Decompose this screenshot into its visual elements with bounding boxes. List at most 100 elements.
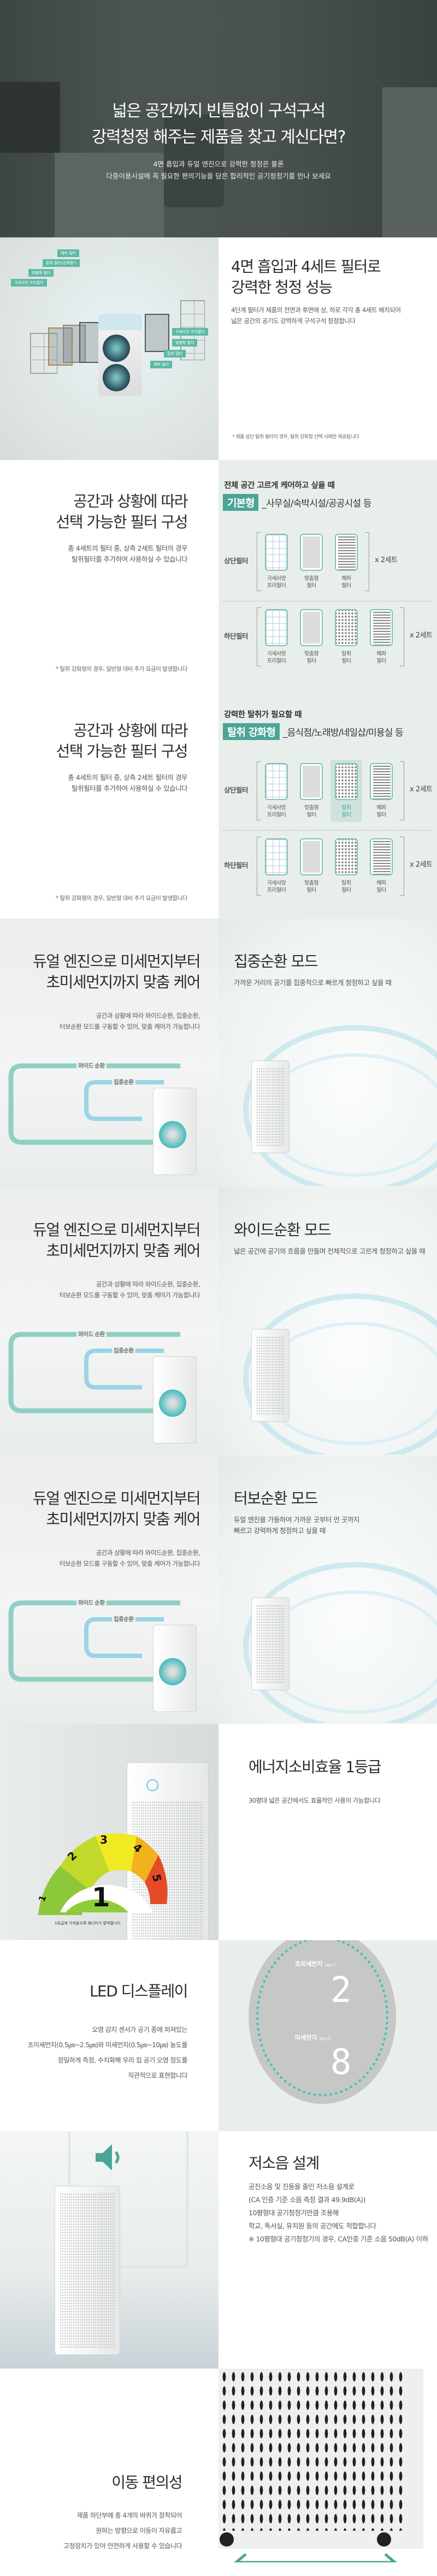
title-line: 듀얼 엔진으로 미세먼지부터 <box>33 952 200 970</box>
set-multiplier: x 2세트 <box>375 556 398 564</box>
filter-name-line: 맞춤형 <box>304 651 318 657</box>
low-noise-image <box>0 2131 218 2369</box>
desc-line: 터보순환 모드를 구동할 수 있어, 맞춤 케어가 가능합니다 <box>59 1291 200 1299</box>
section-title: 듀얼 엔진으로 미세먼지부터 초미세먼지까지 맞춤 케어 <box>33 951 200 993</box>
desc-line: 직관적으로 표현합니다 <box>128 2072 187 2079</box>
hero-subtitle: 4면 흡입과 듀얼 엔진으로 강력한 청정은 물론 다중이용시설에 꼭 필요한 … <box>0 158 437 182</box>
pm10-label: 미세먼지 (㎍/㎥) <box>295 2033 331 2042</box>
title-line: 선택 가능한 필터 구성 <box>56 513 188 531</box>
wide-circulation-arrow <box>8 1600 180 1682</box>
focus-circulation-arrow <box>84 1349 164 1390</box>
energy-efficiency-section: 1 2 3 4 5 1 1등급에 가까울수록 에너지가 절약됩니다 에너지소비효… <box>0 1724 437 1940</box>
section-title: 에너지소비효율 1등급 <box>249 1758 382 1776</box>
wheels-image <box>218 2369 437 2562</box>
desc-line: 공간과 상황에 따라 와이드순환, 집중순환, <box>96 1012 200 1019</box>
filter-mesh-icon <box>265 838 288 875</box>
desc-line: 빠르고 강력하게 청정하고 싶을 때 <box>234 1526 326 1535</box>
title-line: 초미세먼지까지 맞춤 케어 <box>46 1510 200 1528</box>
section-desc: 제품 하단부에 총 4개의 바퀴가 장착되어 원하는 방향으로 이동이 자유롭고… <box>63 2508 182 2554</box>
low-noise-section: 저소음 설계 공진소음 및 진동을 줄인 저소음 설계로 (CA 인증 기준 소… <box>0 2131 437 2369</box>
desc-line: 공진소음 및 진동을 줄인 저소음 설계로 <box>249 2183 355 2191</box>
air-purifier-image <box>251 1060 290 1153</box>
filter-label: 극세사망 프리필터 <box>172 328 208 336</box>
filter-dots-icon <box>335 838 358 875</box>
pm10-value: 8 <box>330 2042 352 2083</box>
display-ring-icon <box>146 1779 158 1791</box>
office-monitor-image <box>0 82 60 153</box>
filter-name-line: 탈취 <box>341 805 351 811</box>
air-purifier-unit-image <box>98 314 142 396</box>
hero-subtitle-line: 4면 흡입과 듀얼 엔진으로 강력한 청정은 물론 <box>153 160 284 168</box>
desc-line: 탈취필터를 추가하여 사용하실 수 있습니다 <box>72 784 187 792</box>
filter-config-section: 공간과 상황에 따라 선택 가능한 필터 구성 총 4세트의 필터 중, 상측 … <box>0 689 437 919</box>
mode-title: 터보순환 모드 <box>234 1489 318 1507</box>
desc-line: 초미세먼지(0.5㎛~2.5㎛)와 미세먼지(0.5㎛~10㎛) 농도를 <box>27 2041 187 2049</box>
filter-mesh-icon <box>265 609 288 646</box>
circulation-mode-section: 듀얼 엔진으로 미세먼지부터 초미세먼지까지 맞춤 케어 공간과 상황에 따라 … <box>0 1187 437 1456</box>
set-multiplier: x 2세트 <box>410 861 433 869</box>
filter-name-line: 프리필터 <box>267 583 286 589</box>
filter-name-line: 필터 <box>306 583 316 589</box>
energy-gauge <box>38 1833 168 1915</box>
filter-lines-icon <box>370 763 393 800</box>
wide-circulation-arrow <box>8 1332 180 1414</box>
filter-diagram-panel: 전체 공간 고르게 케어하고 싶을 때 기본형 _사무실/숙박시설/공공시설 등… <box>218 460 437 689</box>
section-desc: 공간과 상황에 따라 와이드순환, 집중순환, 터보순환 모드를 구동할 수 있… <box>60 1547 200 1569</box>
desc-line: 오염 감지 센서가 공기 중에 퍼져있는 <box>92 2026 187 2034</box>
section-desc: 공간과 상황에 따라 와이드순환, 집중순환, 터보순환 모드를 구동할 수 있… <box>60 1279 200 1301</box>
filter-name-line: 필터 <box>306 658 316 664</box>
filter-mesh-icon <box>265 763 288 800</box>
unit-label: (㎍/㎥) <box>324 1963 337 1967</box>
pm25-label: 초미세먼지 (㎍/㎥) <box>295 1959 336 1968</box>
section-title: 듀얼 엔진으로 미세먼지부터 초미세먼지까지 맞춤 케어 <box>33 1220 200 1261</box>
desc-line: 정밀하게 측정, 수치화해 우리 집 공기 오염 정도를 <box>57 2056 188 2064</box>
hero-title: 넓은 공간까지 빈틈없이 구석구석 강력청정 해주는 제품을 찾고 계신다면? <box>0 98 437 151</box>
section-desc: 총 4세트의 필터 중, 상측 2세트 필터의 경우 탈취필터를 추가하여 사용… <box>68 772 187 794</box>
air-purifier-cutaway-image <box>153 1625 197 1712</box>
panel-heading: 전체 공간 고르게 케어하고 싶을 때 <box>224 481 335 490</box>
title-line: 초미세먼지까지 맞춤 케어 <box>46 973 200 991</box>
filter-custom-icon <box>300 534 323 571</box>
wide-circulation-label: 와이드 순환 <box>76 1330 107 1338</box>
air-purifier-cutaway-image <box>153 1088 197 1175</box>
filter-diagram-panel: 강력한 탈취가 필요할 때 탈취 강화형 _음식점/노래방/네일샵/미용실 등 … <box>218 689 437 919</box>
filter-dots-icon <box>335 609 358 646</box>
desc-line: 넓은 공간에 공기의 흐름을 만들며 전체적으로 고르게 청정하고 싶을 때 <box>234 1247 426 1255</box>
current-grade: 1 <box>92 1882 110 1913</box>
led-dot-ring <box>256 1940 388 2096</box>
fan-icon <box>159 1390 186 1417</box>
wide-circulation-label: 와이드 순환 <box>76 1062 107 1070</box>
title-line: 공간과 상황에 따라 <box>73 721 188 740</box>
wide-circulation-label: 와이드 순환 <box>76 1599 107 1607</box>
desc-line: 제품 하단부에 총 4개의 바퀴가 장착되어 <box>76 2512 182 2519</box>
led-display-section: LED 디스플레이 오염 감지 센서가 공기 중에 퍼져있는 초미세먼지(0.5… <box>0 1940 437 2131</box>
filter-dots-icon <box>335 763 358 800</box>
desc-line: 고정장치가 있어 안전하게 사용할 수 있습니다 <box>63 2542 182 2550</box>
filter-name-line: 필터 <box>376 812 386 818</box>
bracket-right <box>400 761 404 820</box>
section-desc: 4단계 필터가 제품의 전면과 후면에 상, 하로 각각 총 4세트 배치되어 … <box>231 305 401 326</box>
filter-name-line: 프리필터 <box>267 887 286 893</box>
desc-line: 가까운 거리의 공기를 집중적으로 빠르게 청정하고 싶을 때 <box>234 979 392 987</box>
filter-name-line: 필터 <box>341 658 351 664</box>
focus-circulation-label: 집중순환 <box>112 1346 135 1355</box>
section-title: 공간과 상황에 따라 선택 가능한 필터 구성 <box>56 491 188 533</box>
title-line: 선택 가능한 필터 구성 <box>56 742 188 760</box>
usage-text: _사무실/숙박시설/공공시설 등 <box>262 498 371 509</box>
filter-label: 헤파 필터 <box>57 249 79 257</box>
row-label: 상단필터 <box>224 786 249 794</box>
filter-label: 탈취 필터 <box>164 350 186 357</box>
